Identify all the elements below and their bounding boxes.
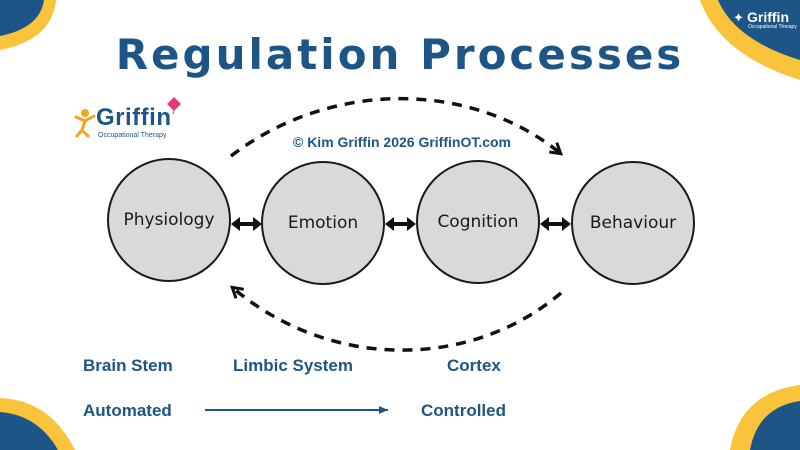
node-cognition: Cognition xyxy=(416,160,540,284)
node-label: Behaviour xyxy=(589,213,677,233)
bottom-right-corner-decoration xyxy=(730,385,800,450)
bottom-left-corner-decoration xyxy=(0,398,75,450)
person-icon xyxy=(74,109,96,138)
connector-physiology-emotion xyxy=(231,217,262,231)
copyright-text: © Kim Griffin 2026 GriffinOT.com xyxy=(292,134,512,150)
bottom-feedback-arrow xyxy=(233,288,563,352)
label-brain-stem: Brain Stem xyxy=(83,356,173,375)
page-title: Regulation Processes xyxy=(115,30,685,79)
node-label: Cognition xyxy=(437,212,519,232)
label-limbic-system: Limbic System xyxy=(233,356,353,375)
brand-name: Griffin xyxy=(747,9,789,25)
griffin-logo: Griffin Occupational Therapy xyxy=(74,97,184,146)
node-emotion: Emotion xyxy=(261,161,385,285)
label-cortex: Cortex xyxy=(447,356,501,375)
top-left-corner-decoration xyxy=(0,0,56,50)
node-physiology: Physiology xyxy=(107,158,231,282)
connector-emotion-cognition xyxy=(385,217,416,231)
top-feedback-arrow xyxy=(229,96,560,158)
brand-subtitle: Occupational Therapy xyxy=(748,24,797,30)
logo-subtitle: Occupational Therapy xyxy=(98,132,167,139)
node-label: Emotion xyxy=(287,213,359,233)
connector-cognition-behaviour xyxy=(540,217,571,231)
logo-name: Griffin xyxy=(96,104,172,131)
node-behaviour: Behaviour xyxy=(571,161,695,285)
person-icon: ✦ xyxy=(733,10,744,25)
label-automated: Automated xyxy=(83,401,172,420)
brand-mark-top-right: ✦ Griffin Occupational Therapy xyxy=(733,8,797,32)
node-label: Physiology xyxy=(123,210,215,230)
kite-icon xyxy=(167,97,181,114)
label-controlled: Controlled xyxy=(421,401,506,420)
top-right-corner-decoration xyxy=(700,0,800,80)
